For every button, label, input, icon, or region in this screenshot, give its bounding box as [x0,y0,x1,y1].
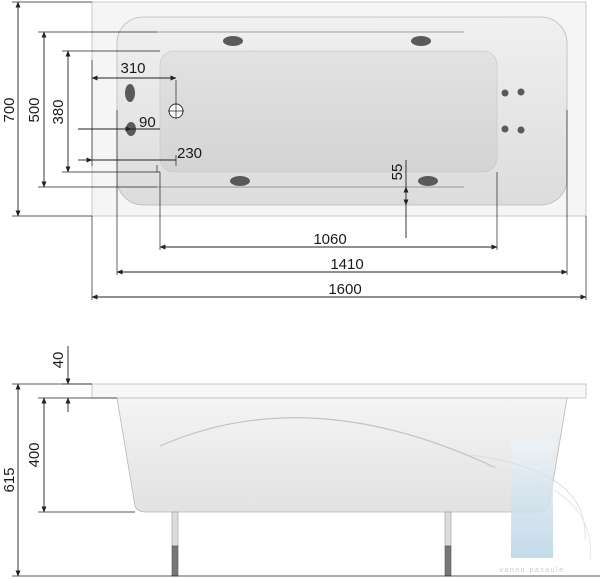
jet-icon [411,36,431,46]
dim-label-230: 230 [177,145,202,162]
side-view: 40 400 615 [1,346,600,577]
dim-label-615: 615 [1,467,18,492]
dim-label-310: 310 [120,60,145,77]
dim-label-90: 90 [139,114,156,131]
back-jet-icon [517,88,525,96]
tub-body-side [116,397,568,513]
jet-icon [230,176,250,186]
tub-rim-side [91,383,587,399]
dim-label-380: 380 [50,99,67,124]
top-view: 700 500 380 310 90 230 55 1060 1410 1600 [1,1,587,300]
jet-icon [418,176,438,186]
jet-icon [223,36,243,46]
jet-icon [125,84,135,102]
watermark-text: vannu pasaule [499,567,564,574]
back-jet-icon [501,89,509,97]
dim-label-1600: 1600 [328,281,361,298]
tub-contour-arc [159,417,497,469]
dim-label-700: 700 [1,97,18,122]
back-jet-icon [501,125,509,133]
dim-label-55: 55 [389,164,406,181]
leg-icon [171,511,179,577]
tub-bottom [159,50,498,173]
back-jet-icon [517,126,525,134]
dim-label-500: 500 [26,97,43,122]
dim-label-40: 40 [50,352,67,369]
dim-label-1410: 1410 [330,256,363,273]
watermark-logo: vannu pasaule [461,440,591,574]
dim-label-400: 400 [26,442,43,467]
dim-label-1060: 1060 [313,231,346,248]
leg-icon [444,511,452,577]
